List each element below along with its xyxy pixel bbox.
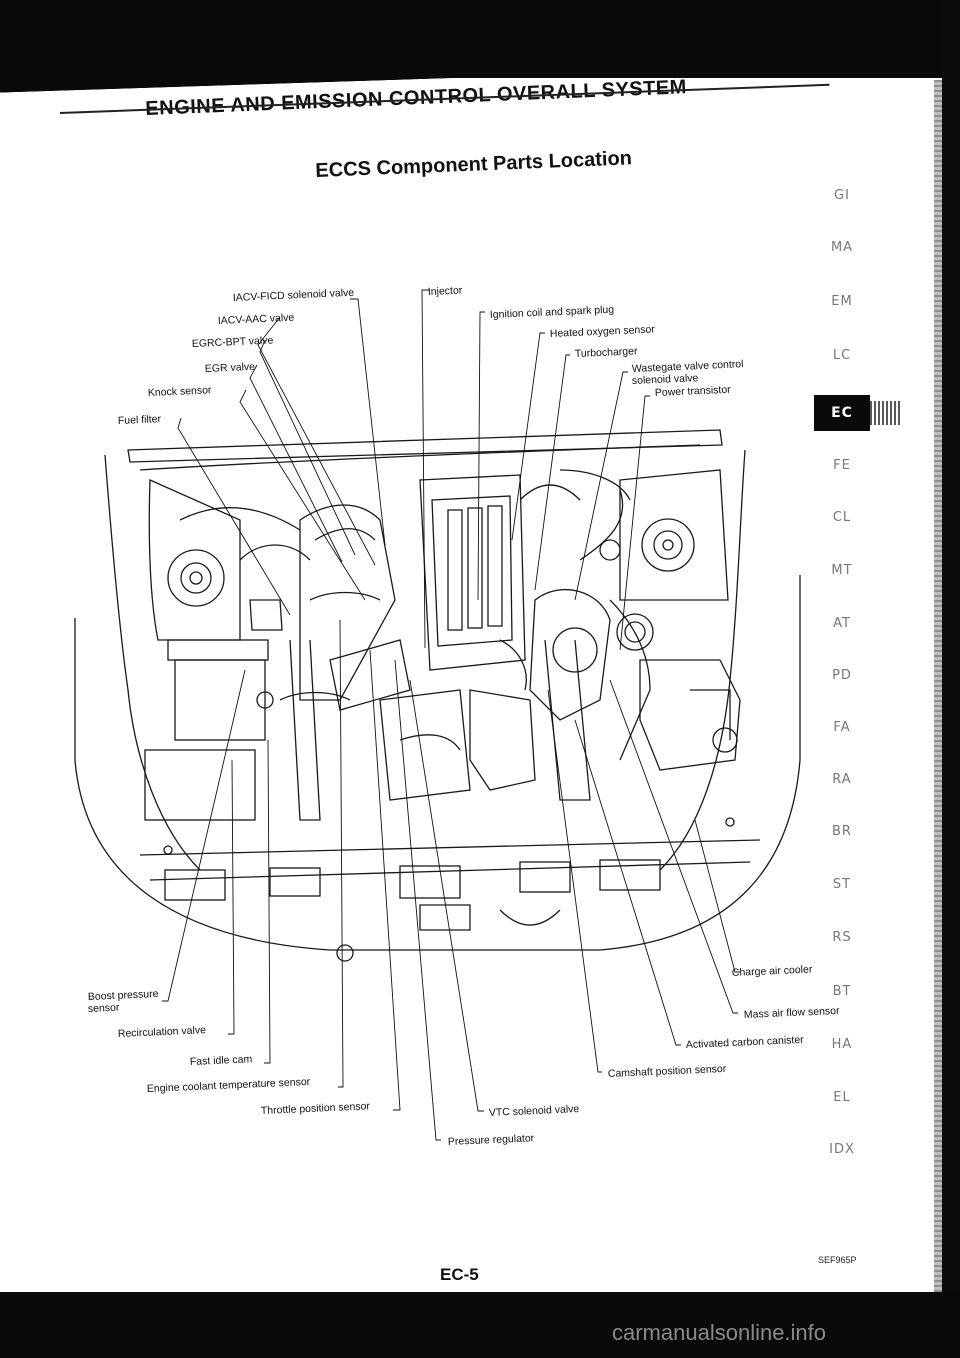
tab-ec[interactable]: EC — [814, 395, 900, 431]
label-wastegate-solenoid-valve: solenoid valve — [632, 372, 699, 387]
label-injector: Injector — [428, 284, 463, 298]
label-activated-carbon-canister: Activated carbon canister — [686, 1034, 805, 1051]
label-egr-valve: EGR valve — [205, 361, 256, 375]
label-fast-idle-cam: Fast idle cam — [190, 1053, 253, 1068]
tab-idx[interactable]: IDX — [829, 1142, 855, 1157]
tab-ra[interactable]: RA — [832, 772, 852, 787]
label-boost-pressure: Boost pressure — [88, 988, 159, 1003]
tab-ma[interactable]: MA — [830, 240, 854, 255]
label-ignition-coil-and-spark-plug: Ignition coil and spark plug — [490, 304, 615, 321]
label-vtc-solenoid-valve: VTC solenoid valve — [489, 1103, 580, 1119]
bottom-scan-band — [0, 1292, 960, 1358]
tab-mt[interactable]: MT — [831, 563, 853, 578]
tab-fe[interactable]: FE — [833, 458, 851, 473]
label-mass-air-flow-sensor: Mass air flow sensor — [744, 1005, 841, 1021]
top-band-edge — [0, 78, 560, 96]
label-engine-coolant-temperature-sensor: Engine coolant temperature sensor — [147, 1076, 311, 1095]
tab-gi[interactable]: GI — [834, 188, 850, 203]
tab-br[interactable]: BR — [832, 824, 852, 839]
label-heated-oxygen-sensor: Heated oxygen sensor — [550, 323, 656, 340]
tab-el[interactable]: EL — [833, 1090, 851, 1105]
page-number: EC-5 — [440, 1265, 479, 1284]
label-fuel-filter: Fuel filter — [118, 413, 162, 427]
label-pressure-regulator: Pressure regulator — [448, 1132, 535, 1148]
label-iacv-ficd-solenoid-valve: IACV-FICD solenoid valve — [233, 287, 355, 304]
label-boost-sensor: sensor — [88, 1002, 121, 1015]
tab-pd[interactable]: PD — [832, 668, 852, 683]
label-throttle-position-sensor: Throttle position sensor — [261, 1100, 371, 1117]
label-knock-sensor: Knock sensor — [148, 384, 213, 399]
figure-code: SEF965P — [818, 1255, 857, 1265]
tab-fa[interactable]: FA — [833, 720, 851, 735]
label-egrc-bpt-valve: EGRC-BPT valve — [192, 334, 274, 350]
leader-lines — [162, 289, 740, 1141]
right-scan-edge — [942, 0, 960, 1358]
engine-bay-drawing — [74, 429, 801, 962]
tab-rs[interactable]: RS — [832, 930, 852, 945]
tab-at[interactable]: AT — [833, 616, 851, 631]
label-charge-air-cooler: Charge air cooler — [732, 963, 813, 979]
label-iacv-aac-valve: IACV-AAC valve — [218, 312, 295, 327]
label-recirculation-valve: Recirculation valve — [118, 1024, 207, 1040]
watermark: carmanualsonline.info — [612, 1320, 827, 1345]
tab-lc[interactable]: LC — [832, 348, 852, 363]
label-camshaft-position-sensor: Camshaft position sensor — [608, 1063, 727, 1080]
label-wastegate-valve-control: Wastegate valve control — [632, 358, 744, 375]
component-labels: IACV-FICD solenoid valve IACV-AAC valve … — [88, 284, 841, 1148]
tab-em[interactable]: EM — [831, 294, 853, 309]
top-scan-band — [0, 0, 960, 78]
tab-ha[interactable]: HA — [831, 1037, 853, 1052]
tab-bt[interactable]: BT — [832, 984, 852, 999]
tab-st[interactable]: ST — [832, 877, 852, 892]
tab-cl[interactable]: CL — [832, 510, 852, 525]
right-scan-shadow — [934, 80, 942, 1358]
label-power-transistor: Power transistor — [655, 384, 732, 399]
label-turbocharger: Turbocharger — [575, 345, 639, 360]
